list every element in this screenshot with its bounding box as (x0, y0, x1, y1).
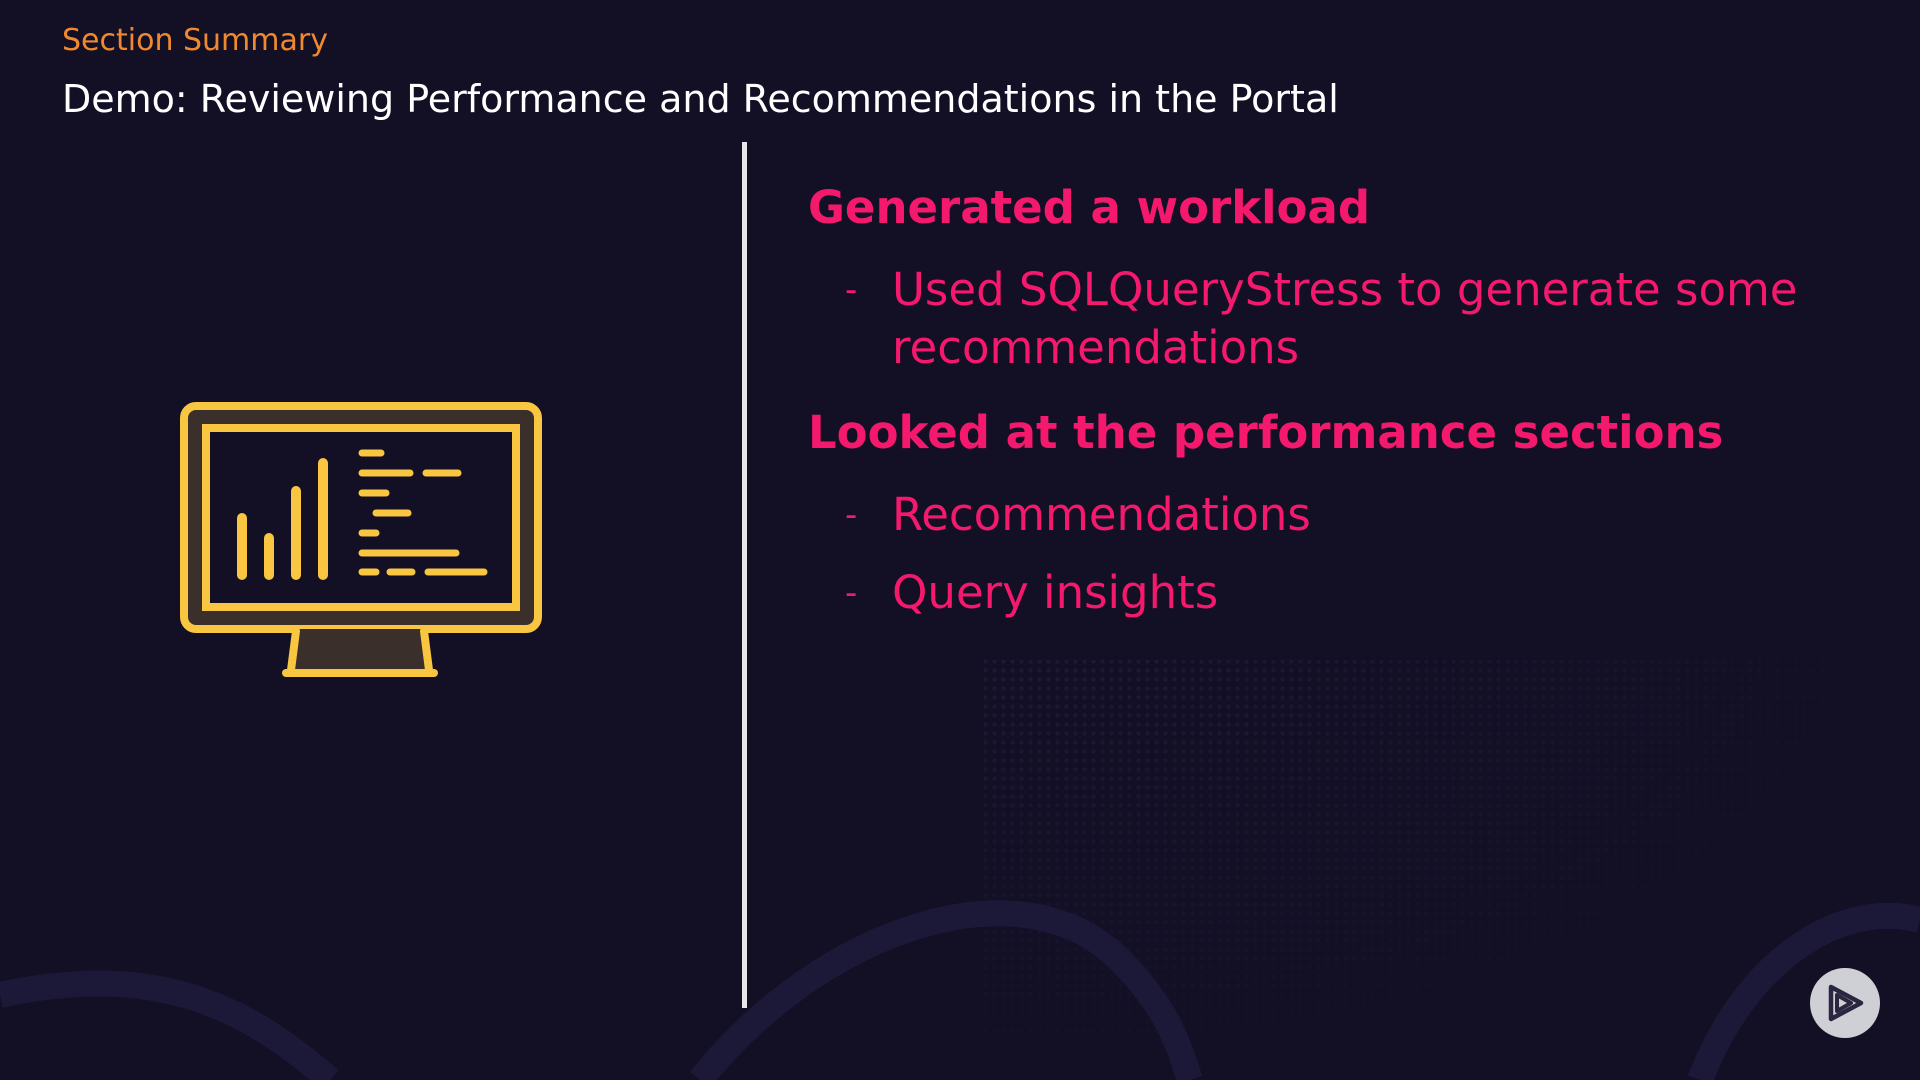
summary-bullet: - Used SQLQueryStress to generate some r… (808, 261, 1868, 377)
page-title: Demo: Reviewing Performance and Recommen… (62, 77, 1339, 121)
bullet-text: Recommendations (892, 488, 1311, 541)
summary-heading: Generated a workload (808, 181, 1371, 234)
summary-heading: Looked at the performance sections (808, 406, 1724, 459)
monitor-chart-icon (180, 402, 542, 677)
section-label: Section Summary (62, 23, 328, 58)
bullet-text: Used SQLQueryStress to generate some rec… (892, 263, 1798, 374)
bullet-marker: - (845, 270, 858, 310)
summary-bullet: - Recommendations (808, 486, 1868, 544)
play-logo-button[interactable] (1810, 968, 1880, 1038)
bullet-text: Query insights (892, 566, 1219, 619)
summary-bullet: - Query insights (808, 564, 1868, 622)
play-logo-icon (1828, 984, 1864, 1022)
summary-content: Generated a workload - Used SQLQueryStre… (808, 172, 1868, 642)
bullet-marker: - (845, 573, 858, 613)
vertical-divider (742, 142, 747, 1008)
bullet-marker: - (845, 495, 858, 535)
